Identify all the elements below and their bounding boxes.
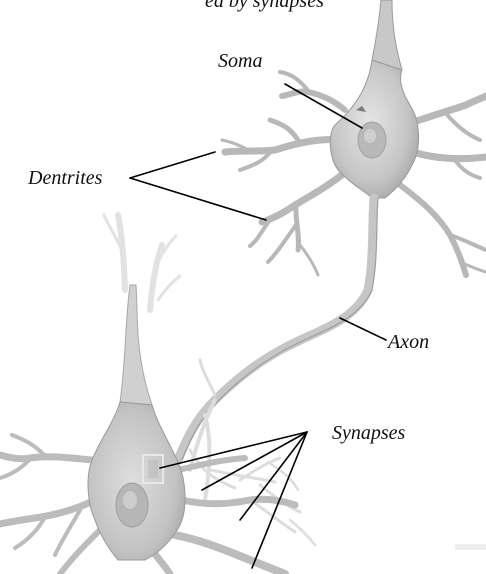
axon-leader-line [340, 318, 386, 340]
dendrites-leader-line-1 [130, 152, 215, 178]
lower-neuron [0, 215, 295, 574]
bottom-right-artifact [455, 544, 486, 550]
soma-leader-line [285, 84, 362, 128]
lower-soma [88, 402, 185, 560]
label-soma: Soma [218, 50, 262, 72]
caption-fragment: ed by synapses [205, 0, 324, 12]
label-axon: Axon [386, 331, 429, 353]
lower-dendrites-left [0, 435, 100, 574]
upper-dendrites-left [222, 72, 348, 275]
lower-apical-dendrite [120, 285, 152, 405]
label-synapses: Synapses [332, 422, 406, 444]
lower-faded-dendrites [104, 215, 180, 310]
axon-terminals [190, 360, 315, 545]
dendrites-leader-line-2 [130, 178, 266, 220]
upper-apical-dendrite [372, 0, 402, 70]
label-dendrites: Dentrites [27, 167, 103, 189]
